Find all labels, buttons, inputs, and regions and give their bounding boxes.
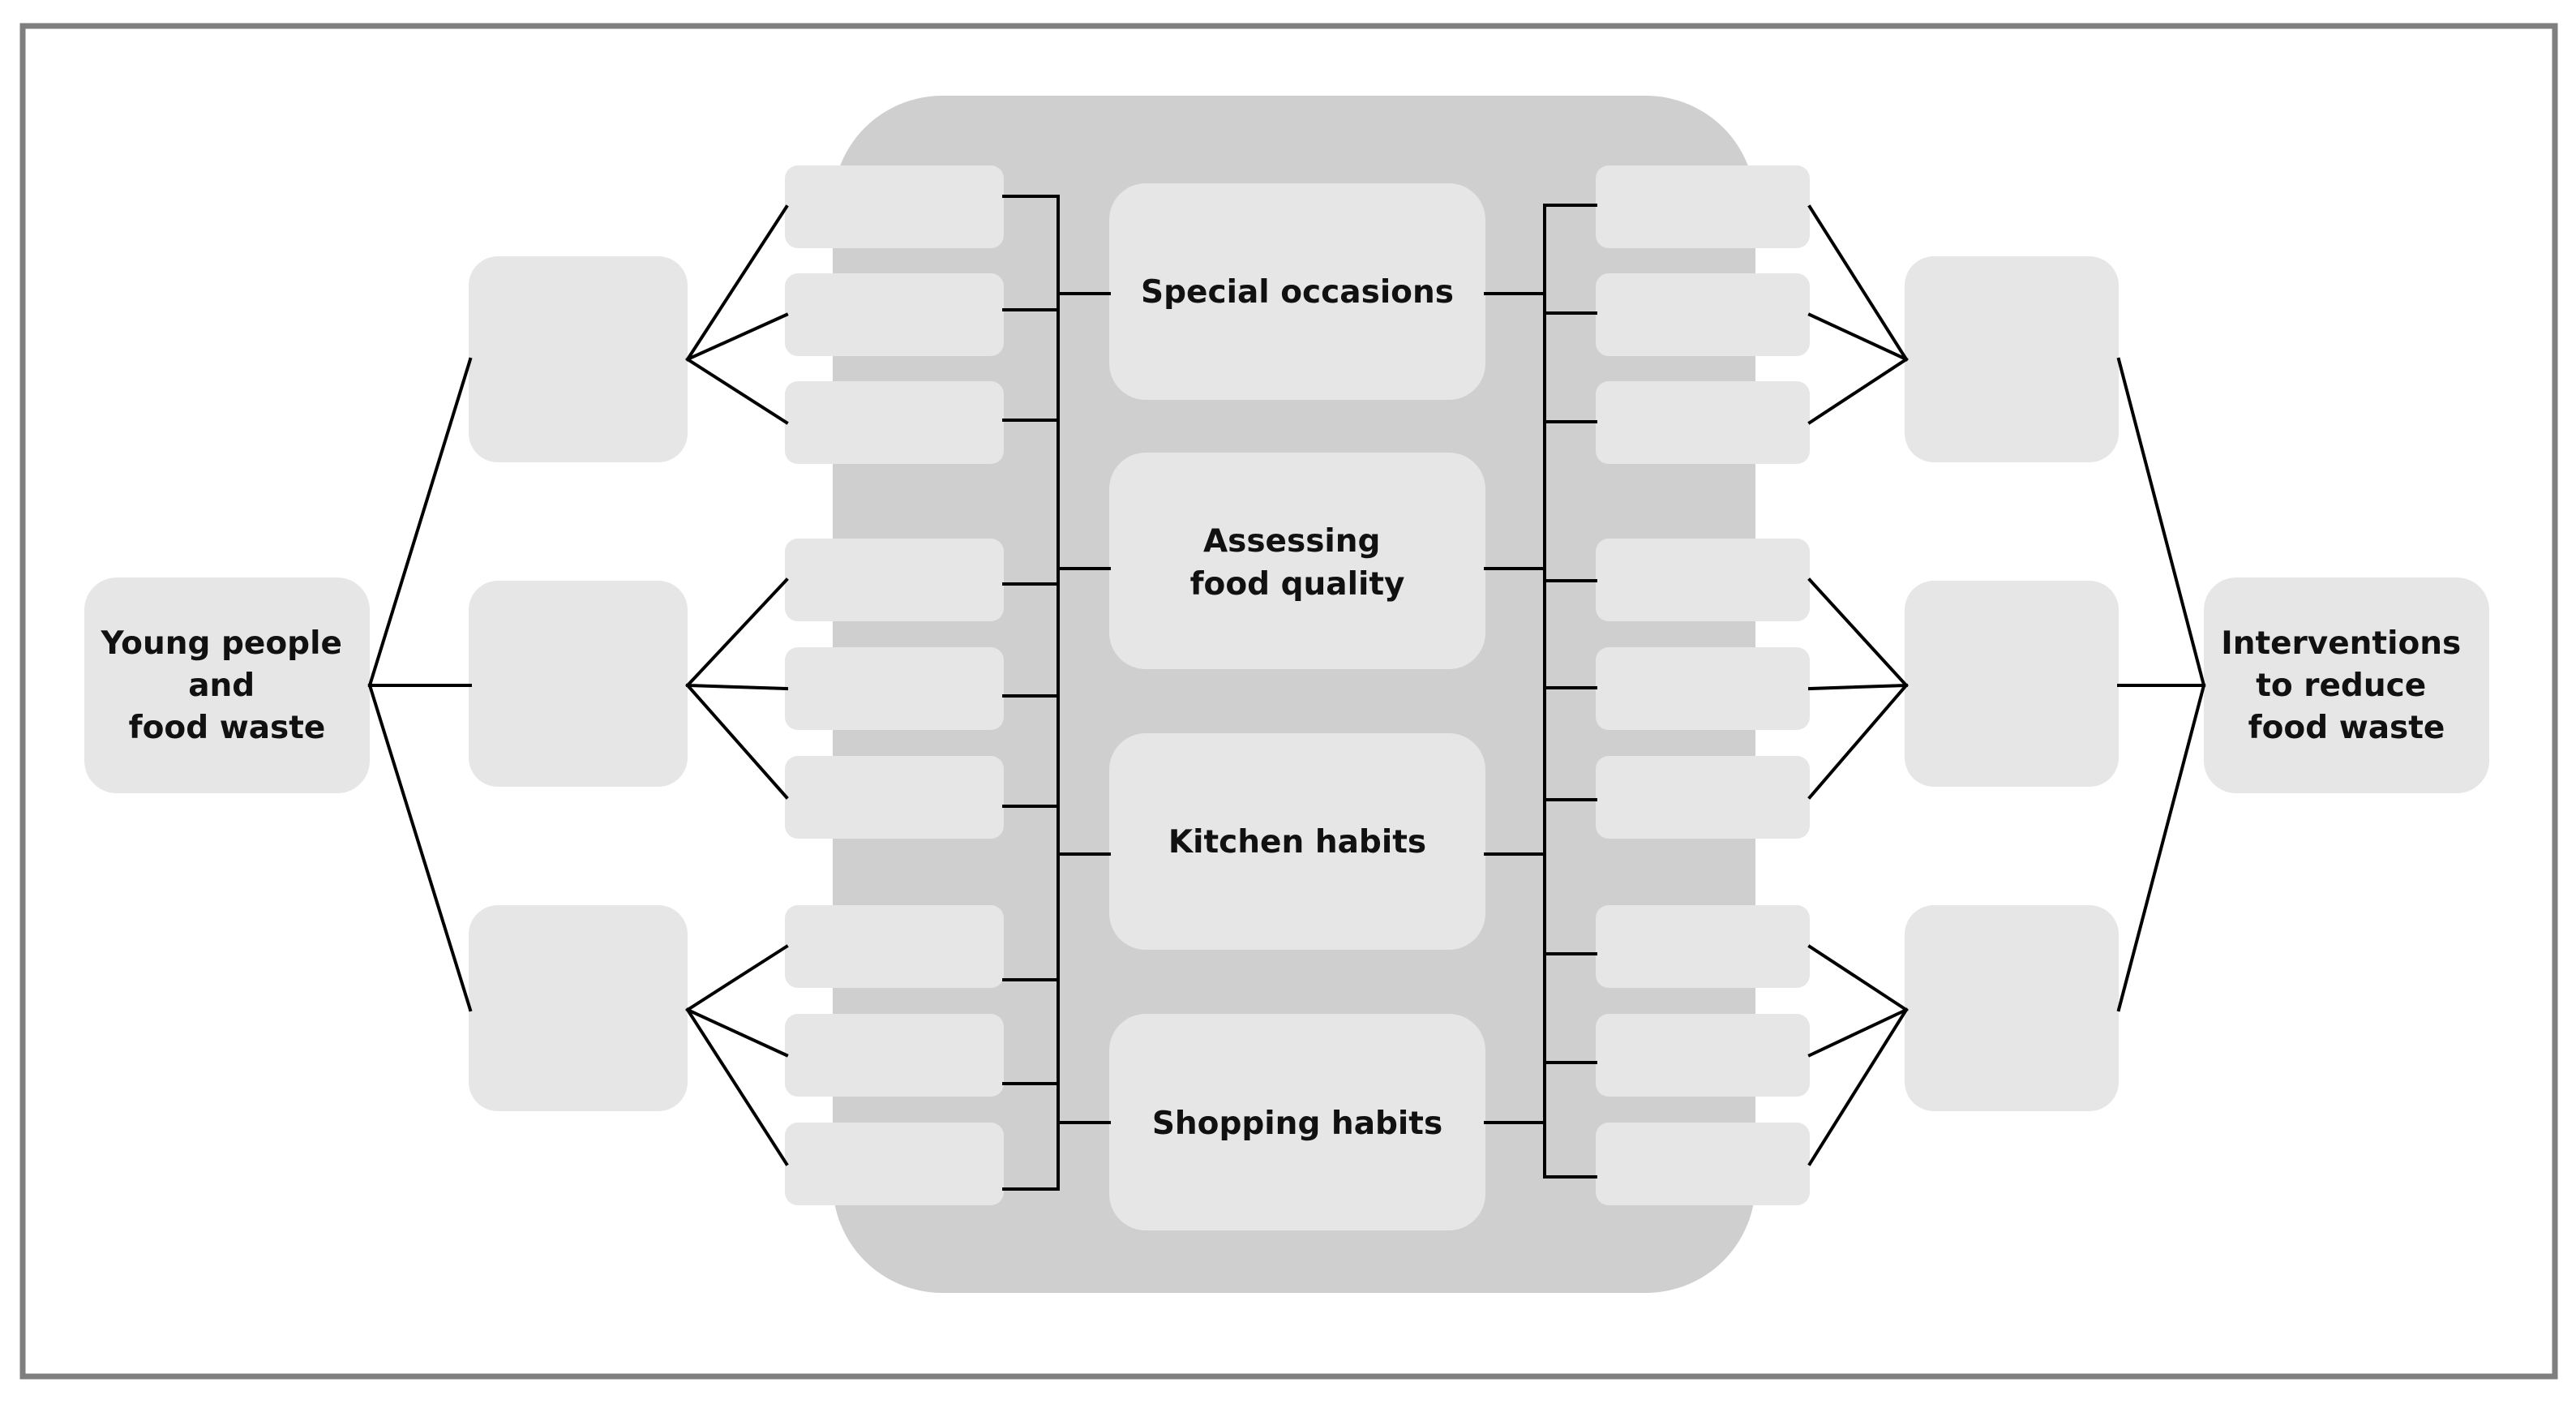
root-label-right-line-2: to reduce: [2256, 668, 2426, 704]
connector-left-branch-2: [685, 577, 789, 800]
left-leaf-box-9: [785, 1123, 1004, 1205]
right-leaf-box-5: [1596, 647, 1810, 730]
root-label-left: Young people and food waste: [101, 625, 354, 746]
right-leaf-box-3: [1596, 381, 1810, 464]
left-leaf-box-7: [785, 905, 1004, 988]
left-leaf-box-4: [785, 539, 1004, 621]
left-branch-box-2: [469, 581, 688, 787]
right-leaf-box-6: [1596, 756, 1810, 839]
theme-label-assessing-food-quality-line-1: Assessing: [1203, 523, 1381, 560]
right-leaf-box-4: [1596, 539, 1810, 621]
theme-box-shopping-habits: [1109, 1014, 1485, 1230]
connector-lines: [367, 195, 2206, 1191]
right-leaf-box-8: [1596, 1014, 1810, 1097]
root-label-right: Interventions to reduce food waste: [2221, 625, 2472, 746]
theme-label-kitchen-habits-line-1: Kitchen habits: [1168, 824, 1426, 861]
connector-right-branch-1: [1807, 204, 1909, 425]
connector-right-branch-2: [1807, 577, 1909, 800]
root-box-left: [84, 577, 370, 793]
root-label-right-line-1: Interventions: [2221, 625, 2461, 662]
connector-right-bracket: [1484, 204, 1597, 1179]
connector-left-branch-3: [685, 944, 789, 1166]
left-leaf-box-6: [785, 756, 1004, 839]
right-leaf-box-9: [1596, 1123, 1810, 1205]
theme-label-assessing-food-quality: Assessing food quality: [1190, 523, 1405, 603]
connector-root-left: [367, 357, 473, 1012]
right-leaf-box-7: [1596, 905, 1810, 988]
left-leaf-box-8: [785, 1014, 1004, 1097]
root-box-right: [2204, 577, 2489, 793]
root-label-right-line-3: food waste: [2248, 710, 2445, 746]
theme-box-assessing-food-quality: [1109, 453, 1485, 669]
right-leaf-box-1: [1596, 165, 1810, 248]
theme-box-kitchen-habits: [1109, 733, 1485, 950]
theme-box-special-occasions: [1109, 183, 1485, 400]
right-branch-box-2: [1905, 581, 2119, 787]
left-leaf-box-3: [785, 381, 1004, 464]
left-branch-box-3: [469, 905, 688, 1111]
root-label-left-line-2: and: [188, 668, 255, 704]
root-label-left-line-3: food waste: [129, 710, 326, 746]
connector-left-bracket: [1002, 195, 1111, 1191]
theme-label-assessing-food-quality-line-2: food quality: [1190, 566, 1405, 603]
connector-root-right: [2116, 357, 2206, 1012]
left-leaf-box-2: [785, 273, 1004, 356]
right-branch-box-3: [1905, 905, 2119, 1111]
connector-left-branch-1: [685, 204, 789, 425]
connector-right-branch-3: [1807, 944, 1909, 1166]
left-leaf-box-1: [785, 165, 1004, 248]
root-label-left-line-1: Young people: [101, 625, 342, 662]
theme-label-kitchen-habits: Kitchen habits: [1168, 824, 1426, 861]
left-branch-box-1: [469, 256, 688, 462]
right-leaf-box-2: [1596, 273, 1810, 356]
left-leaf-box-5: [785, 647, 1004, 730]
theme-label-shopping-habits: Shopping habits: [1152, 1106, 1442, 1142]
theme-label-special-occasions: Special occasions: [1141, 274, 1454, 311]
theme-label-shopping-habits-line-1: Shopping habits: [1152, 1106, 1442, 1142]
right-branch-box-1: [1905, 256, 2119, 462]
themes-panel: [833, 96, 1755, 1293]
theme-label-special-occasions-line-1: Special occasions: [1141, 274, 1454, 311]
